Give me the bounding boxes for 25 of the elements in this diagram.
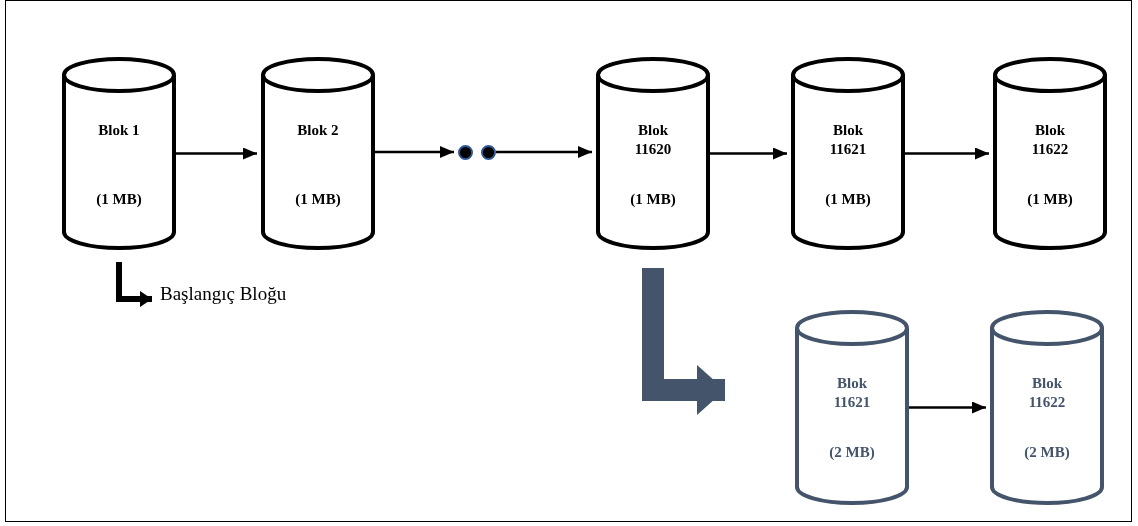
block-label: Blok 11622 [1030,121,1070,159]
ellipsis-dot [458,145,473,160]
block-size: (1 MB) [629,190,677,209]
block-size: (1 MB) [294,190,342,209]
block-size: (1 MB) [1026,190,1074,209]
bent-arrow [116,262,152,307]
arrow [496,146,592,158]
block-label: Blok 11622 [1027,374,1067,412]
arrow [909,401,986,414]
block-label: Blok 1 [97,121,141,140]
arrow [176,147,257,160]
block-size: (1 MB) [95,190,143,209]
arrow [905,147,989,160]
ellipsis-dot [481,145,496,160]
block-size: (2 MB) [828,443,876,462]
block-label: Blok 11621 [832,374,872,412]
block-label: Blok 2 [296,121,340,140]
block-label: Blok 11620 [633,121,673,159]
arrow [710,147,787,160]
block-label: Blok 11621 [828,121,868,159]
start-block-label: Başlangıç Bloğu [160,283,287,304]
bent-arrow [642,268,725,415]
block-size: (1 MB) [824,190,872,209]
block-size: (2 MB) [1023,443,1071,462]
arrow [375,146,454,158]
